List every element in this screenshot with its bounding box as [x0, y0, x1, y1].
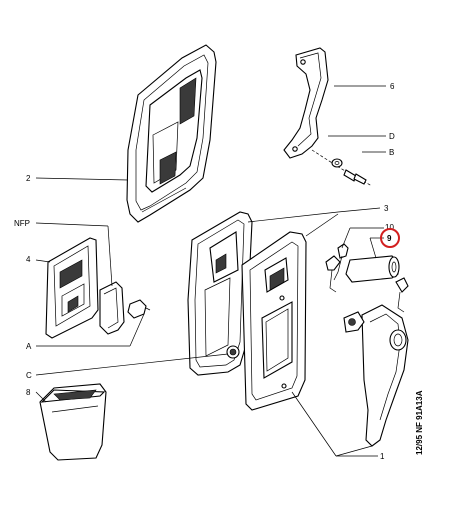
- part-a-clip-screw: [99, 281, 151, 335]
- callout-9: 9: [387, 234, 392, 243]
- callout-8: 8: [26, 388, 31, 397]
- part-6-bracket: [283, 47, 329, 159]
- part-1-handle-trim: [241, 231, 307, 411]
- callout-nfp: NFP: [14, 219, 30, 228]
- callout-d: D: [389, 132, 395, 141]
- callout-1: 1: [380, 452, 385, 461]
- part-2-handle-bezel: [126, 44, 217, 223]
- callout-2: 2: [26, 174, 31, 183]
- callout-b: B: [389, 148, 394, 157]
- part-4-inner-plate: [45, 237, 99, 339]
- callout-4: 4: [26, 255, 31, 264]
- fastener-d-b: [311, 149, 373, 187]
- callout-a: A: [26, 342, 32, 351]
- part-3-seal-frame: [187, 211, 253, 376]
- callout-9-highlight-ring: [380, 228, 400, 248]
- leader-lines: [35, 85, 386, 457]
- callout-c: C: [26, 371, 32, 380]
- reference-code: 12/95 NF 91A13A: [415, 390, 424, 455]
- part-8-tray: [39, 383, 107, 461]
- fastener-c-stud: [226, 345, 240, 359]
- callout-3: 3: [384, 204, 389, 213]
- part-9-10-lock-cylinder-keys: [325, 243, 409, 313]
- callout-6: 6: [390, 82, 395, 91]
- part-1-lock-housing: [343, 304, 409, 447]
- callout-10: 10: [385, 223, 394, 232]
